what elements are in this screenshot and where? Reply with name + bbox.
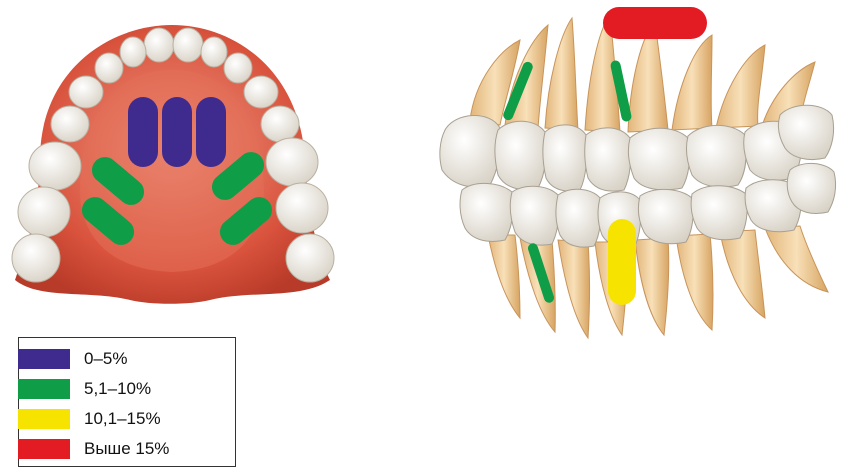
crown <box>585 128 631 191</box>
legend-swatch-green <box>18 379 70 399</box>
tooth <box>261 106 299 142</box>
marker-red <box>603 7 707 39</box>
root <box>716 45 765 128</box>
legend-swatch-blue <box>18 349 70 369</box>
crown <box>787 163 835 213</box>
legend-label: Выше 15% <box>84 439 169 459</box>
marker-yellow <box>608 219 636 305</box>
tooth <box>244 76 278 108</box>
marker-blue <box>128 97 158 167</box>
legend-item: 0–5% <box>18 346 127 372</box>
crown <box>691 186 747 240</box>
root <box>676 234 713 330</box>
root <box>765 226 828 292</box>
crown <box>495 121 546 189</box>
root <box>488 235 520 318</box>
upper-jaw-palate <box>12 25 334 304</box>
tooth <box>276 183 328 233</box>
legend-label: 5,1–10% <box>84 379 151 399</box>
crown <box>460 183 513 241</box>
crown <box>628 128 689 190</box>
tooth <box>69 76 103 108</box>
root <box>635 238 669 335</box>
crown <box>440 115 501 186</box>
root <box>545 18 578 130</box>
tooth <box>51 106 89 142</box>
legend-swatch-red <box>18 439 70 459</box>
crown <box>638 189 693 243</box>
tooth <box>12 234 60 282</box>
marker-blue <box>196 97 226 167</box>
tooth <box>144 28 174 62</box>
crown <box>556 189 601 247</box>
root <box>672 35 712 130</box>
legend-item: Выше 15% <box>18 436 169 462</box>
tooth <box>95 53 123 83</box>
tooth <box>224 53 252 83</box>
tooth <box>120 37 146 67</box>
tooth <box>266 138 318 186</box>
legend-swatch-yellow <box>18 409 70 429</box>
legend-item: 5,1–10% <box>18 376 151 402</box>
legend-label: 10,1–15% <box>84 409 161 429</box>
tooth <box>286 234 334 282</box>
legend-item: 10,1–15% <box>18 406 161 432</box>
root <box>558 240 590 338</box>
legend-label: 0–5% <box>84 349 127 369</box>
crown <box>686 125 746 187</box>
root <box>720 230 765 318</box>
dentition-side-view <box>440 7 836 338</box>
tooth <box>18 187 70 237</box>
marker-blue <box>162 97 192 167</box>
crown <box>510 186 558 245</box>
tooth <box>201 37 227 67</box>
tooth <box>29 142 81 190</box>
tooth <box>173 28 203 62</box>
crown <box>543 125 587 191</box>
